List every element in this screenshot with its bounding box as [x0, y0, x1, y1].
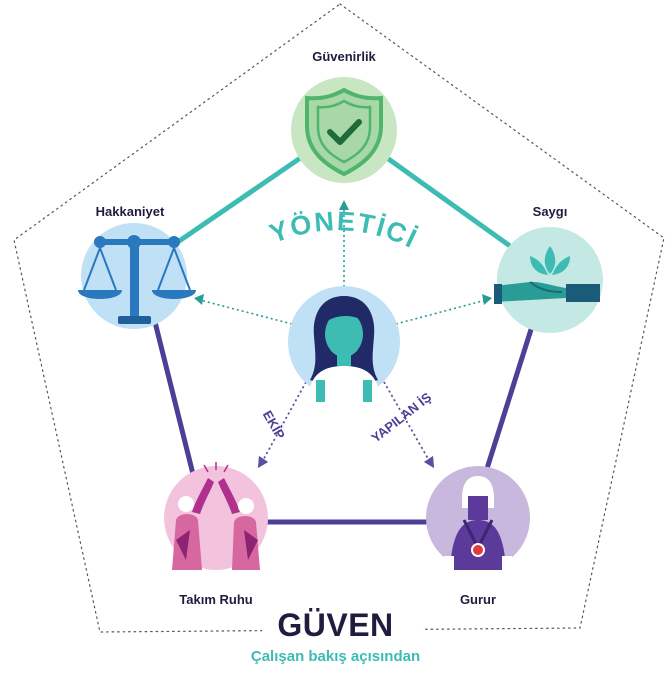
manager-avatar-icon [308, 296, 380, 402]
edge-guvenirlik-hakkaniyet [170, 147, 314, 249]
edge-hakkaniyet-takim [149, 309, 197, 479]
shield-icon [305, 87, 383, 177]
label-hakkaniyet: Hakkaniyet [95, 204, 165, 219]
node-yonetici [288, 286, 400, 402]
arrow-up-head [339, 200, 349, 210]
node-saygi [494, 227, 603, 333]
diagram-title: GÜVEN [277, 607, 394, 643]
high-five-icon [172, 462, 260, 570]
medal-icon [471, 543, 485, 557]
node-takim-ruhu [164, 462, 268, 570]
lotus-icon [530, 246, 570, 275]
arrow-label-ekip: EKİP [260, 408, 288, 442]
title-mask [262, 598, 422, 676]
node-gurur [426, 466, 530, 570]
arrow-right-head [482, 294, 492, 305]
medal-person-icon [444, 476, 512, 570]
checkmark-icon [327, 119, 362, 145]
lower-arrows-color [261, 381, 431, 463]
arrow-left-head [194, 294, 204, 305]
diagram-subtitle: Çalışan bakış açısından [250, 648, 421, 665]
label-gurur: Gurur [459, 592, 497, 607]
edge-guvenirlik-saygi [374, 147, 512, 249]
edge-saygi-gurur [481, 319, 537, 479]
node-guvenirlik [291, 77, 397, 183]
label-takim-ruhu: Takım Ruhu [179, 592, 253, 607]
label-guvenirlik: Güvenirlik [312, 49, 376, 64]
scale-icon [78, 235, 196, 324]
node-hakkaniyet [78, 223, 196, 329]
hands-icon [494, 281, 600, 304]
label-saygi: Saygı [532, 204, 568, 219]
center-label: YÖNETİCİ [266, 206, 423, 254]
